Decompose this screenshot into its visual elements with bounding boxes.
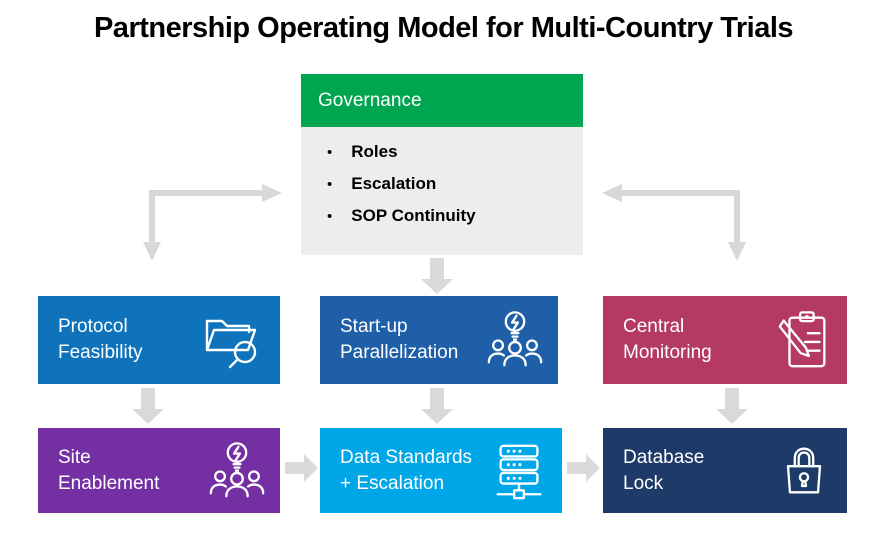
arrow-governance-to-central-monitoring [602,184,746,261]
box-label: Central Monitoring [603,314,712,366]
page-title: Partnership Operating Model for Multi-Co… [93,12,794,44]
clipboard-pencil-icon [773,309,835,371]
bullet-label: Escalation [351,174,437,193]
governance-header: Governance [301,74,583,127]
box-label-line2: Parallelization [340,342,459,363]
governance-bullet-roles: • Roles [327,142,583,162]
box-label-line2: Enablement [58,472,160,494]
box-protocol-feasibility: Protocol Feasibility [38,296,280,384]
box-data-standards-escalation: Data Standards + Escalation [320,428,562,513]
arrow-governance-to-startup-parallelization [421,258,453,294]
governance-body: • Roles • Escalation • SOP Continuity [301,127,583,255]
box-label: Site Enablement [38,445,159,497]
arrow-central-monitoring-to-database-lock [716,388,748,424]
bullet-dot: • [327,208,333,225]
bullet-dot: • [327,144,333,161]
box-label-line1: Start-up [340,316,408,337]
box-database-lock: Database Lock [603,428,847,513]
arrow-governance-to-protocol-feasibility [143,184,282,261]
folder-search-icon [198,308,268,372]
box-label: Protocol Feasibility [38,314,142,366]
governance-bullet-sop-continuity: • SOP Continuity [327,206,583,226]
box-label-line2: Monitoring [623,342,712,363]
governance-label: Governance [318,89,422,111]
arrow-site-enablement-to-data-standards [285,454,318,482]
box-label: Database Lock [603,445,704,497]
box-label-line1: Database [623,446,705,468]
bullet-label: Roles [351,142,398,161]
box-label-line1: Data Standards [340,446,473,468]
box-label-line2: + Escalation [340,472,445,494]
padlock-icon [773,440,835,502]
arrow-data-standards-to-database-lock [567,454,600,482]
bullet-dot: • [327,176,333,193]
box-label-line2: Feasibility [58,342,143,363]
arrow-startup-parallelization-to-data-standards [421,388,453,424]
governance-bullet-escalation: • Escalation [327,174,583,194]
box-label-line1: Site [58,446,91,468]
box-central-monitoring: Central Monitoring [603,296,847,384]
server-icon [488,440,550,502]
team-idea-icon [484,309,546,371]
box-label: Data Standards + Escalation [320,445,472,497]
box-startup-parallelization: Start-up Parallelization [320,296,558,384]
team-idea-icon [206,440,268,502]
box-site-enablement: Site Enablement [38,428,280,513]
box-label-line1: Central [623,316,685,337]
box-label-line2: Lock [623,472,664,494]
arrow-protocol-feasibility-to-site-enablement [132,388,164,424]
bullet-label: SOP Continuity [351,206,476,225]
box-label-line1: Protocol [58,316,128,337]
box-label: Start-up Parallelization [320,314,458,366]
